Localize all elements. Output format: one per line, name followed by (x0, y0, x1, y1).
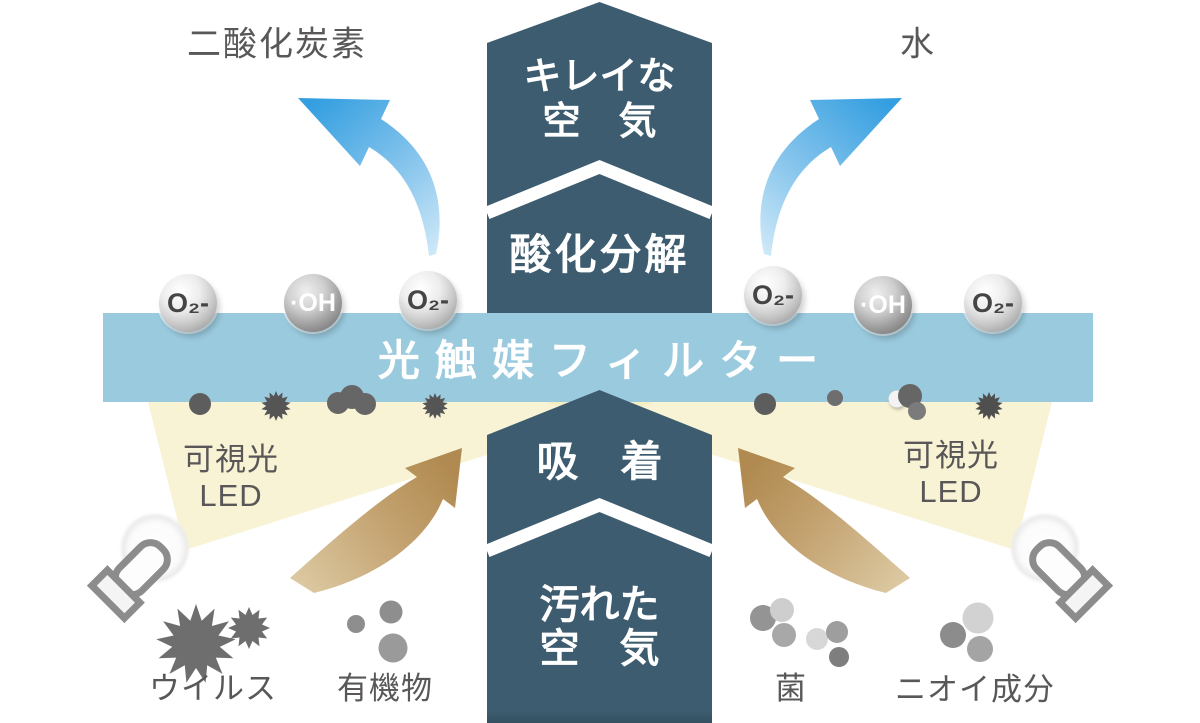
oxidation-stage-label: 酸化分解 (509, 231, 690, 278)
bacteria-particle-icon (770, 598, 794, 622)
virus-icon (228, 607, 270, 649)
odor-particle-icon (962, 602, 994, 634)
virus-icon (975, 392, 1003, 420)
co2-label: 二酸化炭素 (187, 25, 367, 64)
clean-air-label-line1: キレイな (523, 56, 676, 98)
superoxide-label: O₂- (167, 287, 209, 318)
virus-label: ウイルス (149, 671, 277, 706)
particle-icon (827, 390, 843, 406)
particle-icon (754, 393, 776, 415)
virus-icon (156, 604, 236, 683)
clean-air-arrow: キレイな 空 気 酸化分解 (487, 2, 712, 316)
superoxide-label: O₂- (972, 287, 1014, 318)
organic-particle-icon (379, 600, 403, 624)
water-label: 水 (900, 25, 936, 64)
hydroxyl-label: ·OH (860, 290, 906, 319)
dirty-air-label-line2: 空 気 (539, 627, 660, 671)
particle-icon (908, 402, 926, 420)
superoxide-sphere: O₂- (744, 266, 802, 324)
dirty-air-arrow-right-icon (738, 448, 910, 593)
superoxide-sphere: O₂- (964, 274, 1022, 332)
led-light-left-icon (86, 512, 191, 624)
hydroxyl-label: ·OH (290, 288, 336, 317)
led-label-right: 可視光 LED (903, 438, 999, 510)
water-output-arrow-icon (760, 98, 902, 256)
photocatalyst-filter-band: 光触媒フィルター (103, 313, 1093, 402)
led-label-line2: LED (199, 478, 263, 513)
filter-band-label: 光触媒フィルター (377, 337, 834, 384)
virus-icon (261, 391, 291, 421)
superoxide-label: O₂- (752, 279, 794, 310)
led-label-line1: 可視光 (183, 442, 279, 477)
dirty-air-arrow: 吸 着 汚れた 空 気 (487, 390, 712, 723)
virus-icon (422, 393, 448, 419)
organic-particle-icon (347, 615, 365, 633)
particle-icon (354, 393, 376, 415)
superoxide-label: O₂- (407, 284, 449, 315)
led-label-left: 可視光 LED (183, 442, 279, 514)
hydroxyl-sphere: ·OH (284, 274, 342, 332)
organic-label: 有機物 (337, 671, 433, 706)
bacteria-particle-icon (829, 647, 849, 667)
dirty-air-label-line1: 汚れた (539, 583, 660, 627)
bacteria-particle-icon (826, 621, 848, 643)
clean-air-label-line2: 空 気 (542, 101, 657, 143)
co2-output-arrow-icon (298, 98, 440, 256)
superoxide-sphere: O₂- (159, 274, 217, 332)
hydroxyl-sphere: ·OH (854, 276, 912, 334)
led-label-line1: 可視光 (903, 438, 999, 473)
odor-particle-icon (967, 636, 993, 662)
bacteria-particle-icon (772, 623, 796, 647)
led-light-right-icon (1009, 512, 1114, 624)
organic-particle-icon (378, 633, 408, 663)
led-label-line2: LED (919, 474, 983, 509)
odor-particle-icon (940, 622, 966, 648)
bacteria-label: 菌 (775, 671, 807, 706)
superoxide-sphere: O₂- (399, 271, 457, 329)
adsorption-stage-label: 吸 着 (536, 438, 663, 485)
dirty-air-arrow-left-icon (290, 448, 462, 593)
odor-label: ニオイ成分 (895, 672, 1055, 707)
particle-icon (189, 393, 211, 415)
bacteria-particle-icon (806, 628, 828, 650)
